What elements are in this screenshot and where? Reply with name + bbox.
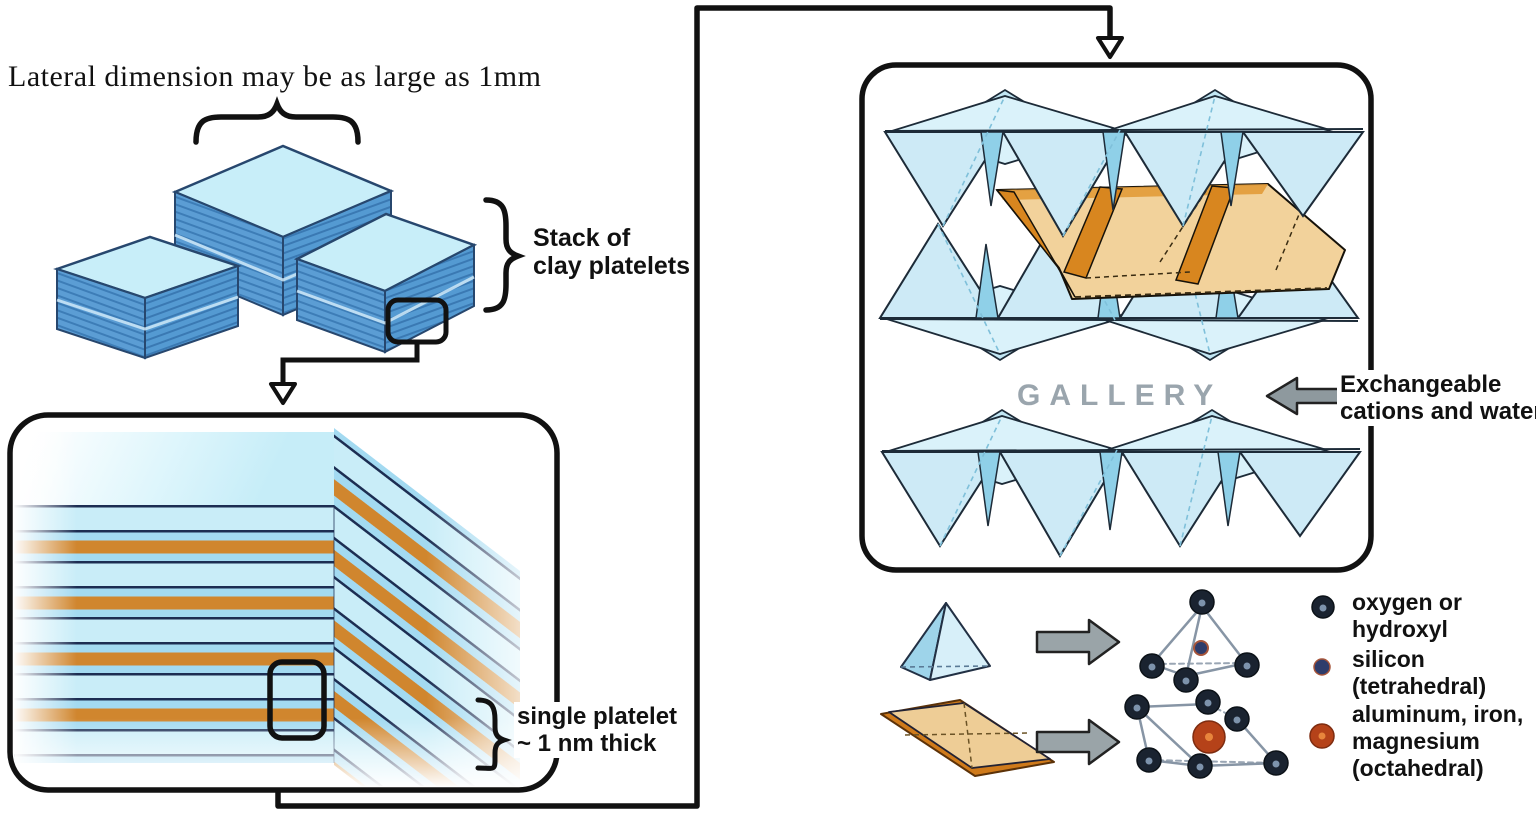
title-lateral-dimension: Lateral dimension may be as large as 1mm — [8, 60, 542, 93]
legend-silicon-line2: (tetrahedral) — [1352, 673, 1487, 699]
arrowhead-down-left — [269, 382, 297, 405]
legend-octahedron-icon — [880, 699, 1055, 777]
legend-aluminum-line3: (octahedral) — [1352, 755, 1484, 781]
legend-aluminum-line1: aluminum, iron, — [1352, 701, 1524, 727]
legend-aluminum-line2: magnesium — [1352, 728, 1480, 754]
brace-single-platelet — [475, 697, 512, 771]
legend-oxygen-line2: hydroxyl — [1352, 616, 1448, 642]
label-stack-line1: Stack of — [533, 224, 631, 252]
label-stack-of-clay-platelets: Stack of clay platelets — [533, 224, 690, 280]
legend-label-oxygen: oxygen or hydroxyl — [1352, 589, 1462, 643]
legend-silicon-ball — [1313, 658, 1331, 676]
label-exchangeable-cations: Exchangeable cations and water — [1337, 370, 1536, 426]
label-single-platelet: single platelet ~ 1 nm thick — [514, 702, 681, 758]
clay-stack-left — [53, 235, 242, 360]
legend-label-silicon: silicon (tetrahedral) — [1352, 646, 1486, 700]
label-exchangeable-line1: Exchangeable — [1340, 371, 1502, 398]
exchangeable-arrow-icon — [1265, 376, 1342, 416]
label-exchangeable-line2: cations and water — [1340, 398, 1536, 425]
silicon-ball — [1193, 640, 1209, 656]
zoom-rect-stack — [385, 297, 449, 345]
label-stack-line2: clay platelets — [533, 252, 691, 280]
ball-stick-tetrahedron — [1139, 589, 1260, 693]
legend-arrow-2 — [1035, 718, 1121, 766]
legend-tetrahedron-icon — [900, 602, 991, 681]
panel-platelet-layers — [7, 412, 560, 793]
brace-stack-of-platelets — [483, 197, 526, 313]
legend-oxygen-line1: oxygen or — [1352, 589, 1462, 615]
legend-label-aluminum: aluminum, iron, magnesium (octahedral) — [1352, 701, 1523, 782]
label-platelet-line1: single platelet — [517, 703, 678, 730]
overbrace-lateral-dimension — [193, 96, 361, 145]
panel-crystal-structure — [859, 62, 1374, 573]
layer-top-face — [14, 432, 334, 505]
label-gallery: GALLERY — [1017, 379, 1223, 412]
ball-stick-octahedron — [1124, 689, 1289, 779]
connector-stack-to-panel — [269, 342, 420, 405]
arrowhead-down-right — [1096, 36, 1124, 59]
legend-silicon-line1: silicon — [1352, 646, 1425, 672]
zoom-rect-platelet — [267, 659, 327, 741]
octahedral-sheet — [995, 183, 1346, 300]
legend-arrow-1 — [1035, 618, 1121, 666]
label-platelet-line2: ~ 1 nm thick — [517, 730, 657, 757]
